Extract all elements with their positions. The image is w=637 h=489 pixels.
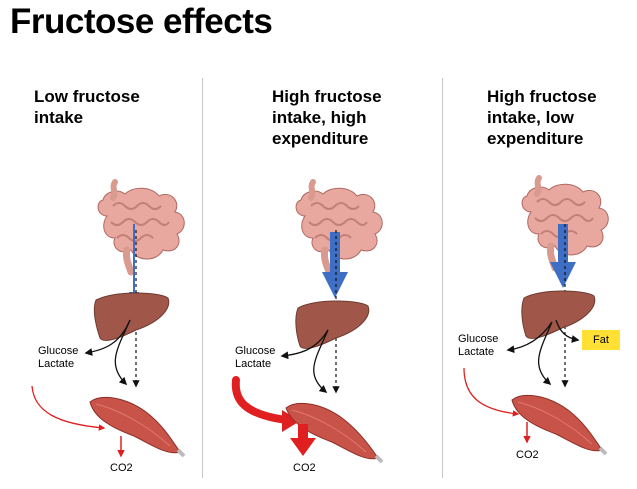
panel-2-label: High fructose intake, high expenditure: [272, 87, 382, 148]
muscle-supply-arrow: [313, 329, 329, 393]
fructose-arrow: [550, 224, 576, 288]
panel-divider: [442, 78, 443, 478]
glucose-lactate-arrow: [506, 321, 553, 354]
muscle-icon: [89, 396, 186, 458]
fat-badge: Fat: [582, 330, 620, 350]
panel-3-label: High fructose intake, low expenditure: [487, 87, 597, 148]
panel-1-co2-label: CO2: [110, 462, 133, 474]
co2-arrow: [290, 424, 316, 456]
muscle-supply-arrow: [538, 321, 553, 386]
panel-3-co2-label: CO2: [516, 449, 539, 461]
liver-icon: [295, 300, 370, 349]
muscle-supply-arrow: [114, 319, 131, 386]
glucose-lactate-arrow: [280, 329, 329, 360]
fructose-arrow: [322, 232, 348, 298]
intestine-icon: [97, 179, 185, 276]
panel-2-diagram: [231, 179, 384, 464]
muscle-icon: [511, 394, 608, 456]
page-title: Fructose effects: [10, 2, 273, 41]
panel-1-label: Low fructose intake: [34, 87, 140, 127]
panel-1-outputs: Glucose Lactate: [38, 345, 79, 370]
panel-1-diagram: [31, 179, 186, 458]
lactate-to-co2-arrow: [231, 376, 290, 424]
muscle-icon: [285, 402, 384, 464]
panel-divider: [202, 78, 203, 478]
panel-3-outputs: Glucose Lactate: [458, 333, 499, 358]
lactate-to-co2-arrow: [463, 367, 520, 417]
panel-2-co2-label: CO2: [293, 462, 316, 474]
intestine-icon: [295, 179, 383, 276]
liver-icon: [521, 290, 596, 339]
fat-arrow: [555, 319, 580, 343]
lactate-to-co2-arrow: [31, 385, 106, 431]
liver-icon: [93, 292, 170, 341]
panel-3-diagram: [463, 175, 609, 456]
panel-2-outputs: Glucose Lactate: [235, 345, 276, 370]
